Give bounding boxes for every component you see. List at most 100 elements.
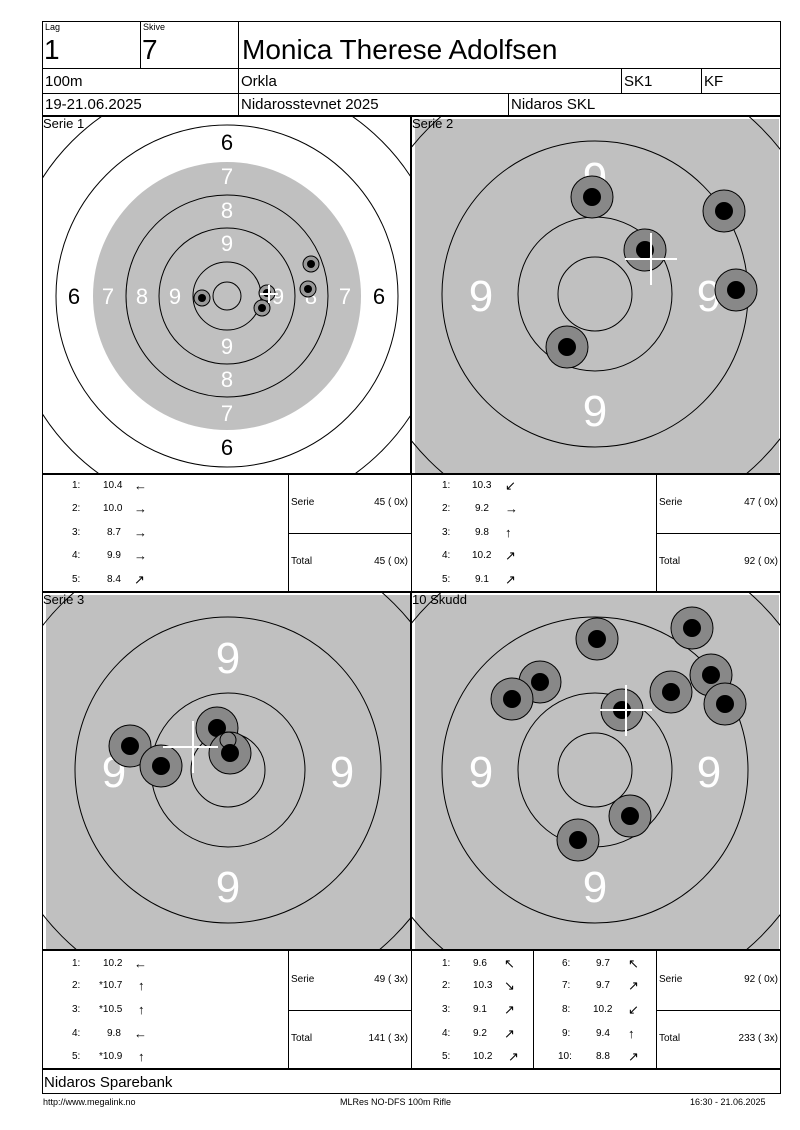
- shot-row: 3:8.7→: [72, 525, 147, 540]
- ring-label-7-right: 7: [339, 284, 351, 309]
- serie-2-serie-value: 47 ( 0x): [744, 497, 778, 508]
- serie-2-serie-label: Serie: [659, 497, 683, 508]
- serie-1-total-value: 45 ( 0x): [374, 556, 408, 567]
- ring-label-9-bottom: 9: [216, 863, 240, 912]
- 10-skudd-total-value: 233 ( 3x): [738, 1033, 778, 1044]
- footer-software: MLRes NO-DFS 100m Rifle: [340, 1097, 452, 1107]
- ring-label-6-top: 6: [221, 130, 233, 155]
- results-vline: [411, 950, 412, 1069]
- shot-row: 10:8.8↗: [558, 1049, 639, 1064]
- header-vline-3: [621, 68, 622, 93]
- shot-row: 1:10.4←: [72, 478, 147, 493]
- event: Nidarosstevnet 2025: [241, 96, 379, 113]
- results-hline: [288, 533, 411, 534]
- 10-skudd-total-label: Total: [659, 1033, 681, 1044]
- shot-row: 1:10.3↙: [442, 478, 516, 493]
- shot-row: 6:9.7↖: [562, 956, 639, 971]
- ring-label-9-top: 9: [221, 231, 233, 256]
- results-hline: [656, 1010, 781, 1011]
- shot-row: 3:9.1↗: [442, 1002, 515, 1017]
- ring-label-9-bottom: 9: [583, 863, 607, 912]
- skive-label: Skive: [143, 22, 166, 32]
- ring-label-9-left: 9: [169, 284, 181, 309]
- ring-label-9-top: 9: [216, 634, 240, 683]
- sponsor-name: Nidaros Sparebank: [44, 1074, 173, 1091]
- shot-row: 7:9.7↗: [562, 978, 639, 993]
- shot-row: 9:9.4↑: [562, 1026, 635, 1041]
- ring-label-7-left: 7: [102, 284, 114, 309]
- header-line-1: [42, 68, 781, 69]
- shot-row: 1:9.6↖: [442, 956, 515, 971]
- club: Orkla: [241, 73, 277, 90]
- shot-row: 1:10.2←: [72, 956, 147, 971]
- 10-skudd-title: 10 Skudd: [412, 592, 467, 607]
- shots-10-skudd: [490, 606, 747, 862]
- distance: 100m: [45, 73, 83, 90]
- ring-label-7-bottom: 7: [221, 401, 233, 426]
- target-10-skudd: 9 9 9: [411, 592, 781, 950]
- organizer: Nidaros SKL: [511, 96, 596, 113]
- results-hline: [656, 533, 781, 534]
- results-hline: [288, 1010, 411, 1011]
- footer-timestamp: 16:30 - 21.06.2025: [690, 1097, 766, 1107]
- results-vline: [411, 474, 412, 592]
- serie-1-serie-label: Serie: [291, 497, 315, 508]
- category: KF: [704, 73, 724, 90]
- results-vline: [533, 950, 534, 1069]
- 10-skudd-serie-value: 92 ( 0x): [744, 974, 778, 985]
- ring-label-9-left: 9: [469, 748, 493, 797]
- target-serie-1: 6 6 6 6 7 7 7 7 8 8 8 8 9 9 9 9: [42, 116, 411, 474]
- ring-label-8-top: 8: [221, 198, 233, 223]
- skive-value: 7: [142, 34, 158, 65]
- serie-2-title: Serie 2: [412, 116, 454, 131]
- 10-skudd-serie-label: Serie: [659, 974, 683, 985]
- sponsor-box: [42, 1069, 781, 1094]
- shot-row: 4:10.2↗: [442, 548, 516, 563]
- serie-3-title: Serie 3: [43, 592, 85, 607]
- header-line-2: [42, 93, 781, 94]
- serie-3-total-value: 141 ( 3x): [368, 1033, 408, 1044]
- ring-label-6-left: 6: [68, 284, 80, 309]
- serie-3-serie-label: Serie: [291, 974, 315, 985]
- ring-label-7-top: 7: [221, 164, 233, 189]
- serie-1-title: Serie 1: [43, 116, 85, 131]
- serie-3-total-label: Total: [291, 1033, 313, 1044]
- shots-serie-2: [545, 175, 758, 369]
- shot-row: 2:10.3↘: [442, 978, 515, 993]
- header-vline-1: [140, 21, 141, 68]
- ring-label-9-bottom: 9: [583, 387, 607, 436]
- target-serie-3: 9 9 9 9: [42, 592, 411, 950]
- shot-row: 4:9.9→: [72, 548, 147, 563]
- serie-1-total-label: Total: [291, 556, 313, 567]
- class: SK1: [624, 73, 653, 90]
- ring-label-6-right: 6: [373, 284, 385, 309]
- ring-label-8-bottom: 8: [221, 367, 233, 392]
- shot-row: 3:*10.5↑: [72, 1002, 145, 1017]
- shot-row: 8:10.2↙: [562, 1002, 639, 1017]
- ring-label-6-bottom: 6: [221, 435, 233, 460]
- shot-row: 4:9.8←: [72, 1026, 147, 1041]
- header-vline-2: [238, 21, 239, 116]
- shot-row: 5:8.4↗: [72, 572, 145, 587]
- date: 19-21.06.2025: [45, 96, 142, 113]
- lag-label: Lag: [45, 22, 61, 32]
- serie-2-total-label: Total: [659, 556, 681, 567]
- results-vline: [288, 950, 289, 1069]
- shooter-name: Monica Therese Adolfsen: [242, 34, 558, 65]
- shot-row: 2:10.0→: [72, 501, 147, 516]
- lag-value: 1: [44, 34, 60, 65]
- shots-serie-3: [108, 706, 252, 788]
- shot-row: 5:10.2↗: [442, 1049, 519, 1064]
- serie-2-total-value: 92 ( 0x): [744, 556, 778, 567]
- shots-serie-1: [193, 255, 320, 317]
- shot-row: 4:9.2↗: [442, 1026, 515, 1041]
- header-vline-5: [508, 93, 509, 116]
- shot-row: 2:*10.7↑: [72, 978, 145, 993]
- footer-url[interactable]: http://www.megalink.no: [43, 1097, 136, 1107]
- ring-label-8-left: 8: [136, 284, 148, 309]
- ring-label-9-right: 9: [330, 748, 354, 797]
- serie-1-serie-value: 45 ( 0x): [374, 497, 408, 508]
- ring-label-9-right: 9: [697, 748, 721, 797]
- shot-row: 2:9.2→: [442, 501, 518, 516]
- shot-row: 5:9.1↗: [442, 572, 516, 587]
